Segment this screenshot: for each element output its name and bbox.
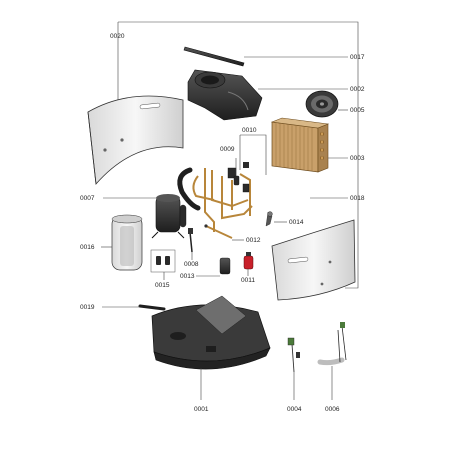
label-0012: 0012 — [246, 237, 261, 244]
label-0004: 0004 — [287, 406, 302, 413]
label-0002: 0002 — [350, 86, 365, 93]
label-0007: 0007 — [80, 195, 95, 202]
label-0008: 0008 — [184, 261, 199, 268]
part-0009-sensor — [233, 175, 240, 186]
part-0016-tank — [111, 214, 143, 271]
part-0018-right-shell — [271, 219, 356, 301]
part-0017-rail — [183, 46, 245, 67]
label-0020: 0020 — [110, 33, 125, 40]
part-0010-pipe-assembly — [192, 168, 253, 232]
part-suction-hose — [177, 167, 201, 211]
label-0014: 0014 — [289, 219, 304, 226]
part-0003-heat-exchanger — [270, 117, 330, 173]
part-0007-compressor — [151, 194, 187, 239]
label-0016: 0016 — [80, 244, 95, 251]
part-0012-probe — [204, 224, 233, 239]
label-0019: 0019 — [80, 304, 95, 311]
label-0006: 0006 — [325, 406, 340, 413]
part-0011-switch — [243, 252, 254, 270]
label-0003: 0003 — [350, 155, 365, 162]
part-0006-heater-wiring — [317, 322, 347, 366]
part-0001-base — [151, 295, 271, 370]
label-0013: 0013 — [180, 273, 195, 280]
label-0011: 0011 — [241, 277, 255, 284]
label-0009: 0009 — [220, 146, 235, 153]
part-0008-sensor-cable — [188, 228, 193, 253]
part-0019-pin — [138, 304, 166, 311]
part-0004-cable — [287, 337, 300, 373]
label-0015: 0015 — [155, 282, 170, 289]
label-0018: 0018 — [350, 195, 365, 202]
label-0017: 0017 — [350, 54, 365, 61]
part-0020-left-shell — [87, 95, 184, 185]
part-0015-board — [150, 249, 176, 273]
leader-0010 — [240, 134, 267, 175]
frame-leader-line — [118, 21, 359, 289]
part-0005-fan-wheel — [305, 90, 339, 118]
part-0002-fan-housing — [187, 69, 263, 121]
label-0005: 0005 — [350, 107, 365, 114]
label-0010: 0010 — [242, 127, 257, 134]
part-0013-capacitor — [219, 257, 231, 275]
part-0014-small-valve — [265, 211, 273, 227]
label-0001: 0001 — [194, 406, 209, 413]
